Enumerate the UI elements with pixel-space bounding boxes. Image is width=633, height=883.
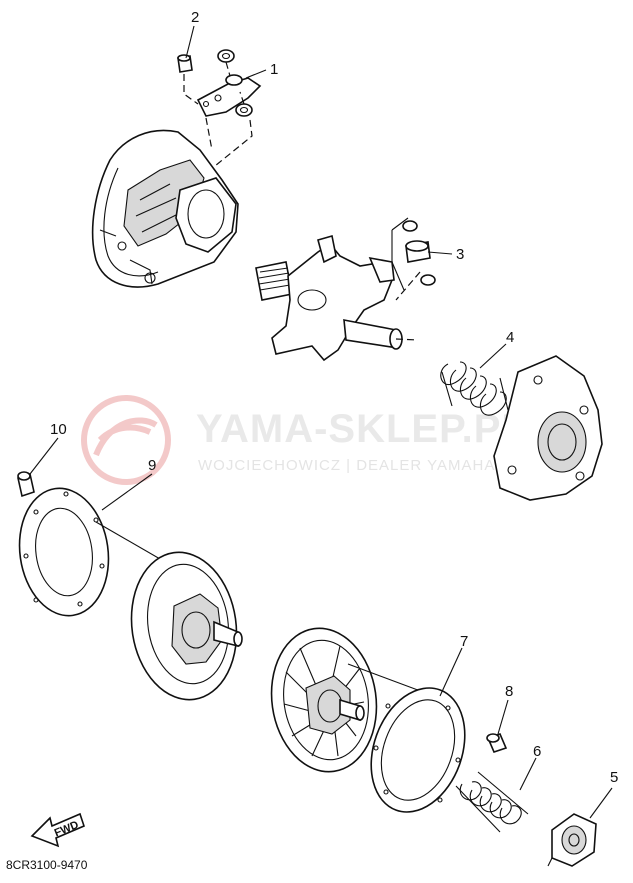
part-5-cap [547, 813, 597, 867]
callout-3: 3 [456, 246, 464, 263]
watermark-dealer: WOJCIECHOWICZ | DEALER YAMAHA [198, 457, 495, 474]
callout-8: 8 [505, 683, 513, 700]
part-1-collar-upper [217, 49, 235, 63]
diagram-code: 8CR3100-9470 [6, 858, 88, 872]
callout-9: 9 [148, 457, 156, 474]
callout-6: 6 [533, 743, 541, 760]
leader-3 [427, 251, 453, 255]
part-1-bracket [196, 74, 262, 117]
leader-7 [439, 647, 463, 697]
part-1-collar-lower [235, 103, 253, 117]
watermark-logo-icon [81, 395, 171, 485]
fwd-label: FWD [53, 819, 81, 840]
callout-5: 5 [610, 769, 618, 786]
secondary-sheave [270, 627, 451, 773]
leader-1 [245, 69, 267, 79]
part-7-plate [370, 687, 466, 813]
part-4-spring [440, 361, 509, 416]
leader-10 [29, 437, 59, 475]
part-8-bolt [486, 733, 508, 753]
watermark: YAMA-SKLEP.PL WOJCIECHOWICZ | DEALER YAM… [81, 395, 527, 485]
primary-sheave-housing [91, 129, 239, 288]
part-3-slider [391, 217, 436, 291]
leader-4 [479, 343, 507, 369]
watermark-brand: YAMA-SKLEP.PL [196, 407, 527, 451]
callout-7: 7 [460, 633, 468, 650]
part-10-bolt [17, 471, 35, 498]
callout-4: 4 [506, 329, 514, 346]
leader-6 [519, 757, 537, 791]
fwd-arrow-icon: FWD [30, 812, 85, 848]
callout-1: 1 [270, 61, 278, 78]
watermark-logo-mark [93, 417, 158, 457]
primary-cover-plate [493, 355, 603, 501]
spider-assembly [255, 234, 421, 362]
part-6-spring [455, 771, 529, 833]
fixed-sheave [130, 551, 243, 701]
leader-8 [497, 699, 509, 735]
leader-5 [589, 787, 613, 819]
assembly-line-part1b [209, 119, 253, 171]
leader-9 [101, 473, 153, 511]
callout-2: 2 [191, 9, 199, 26]
part-2-bolt [177, 54, 193, 73]
part-9-plate [18, 487, 187, 617]
callout-10: 10 [50, 421, 67, 438]
leader-2 [185, 25, 195, 59]
